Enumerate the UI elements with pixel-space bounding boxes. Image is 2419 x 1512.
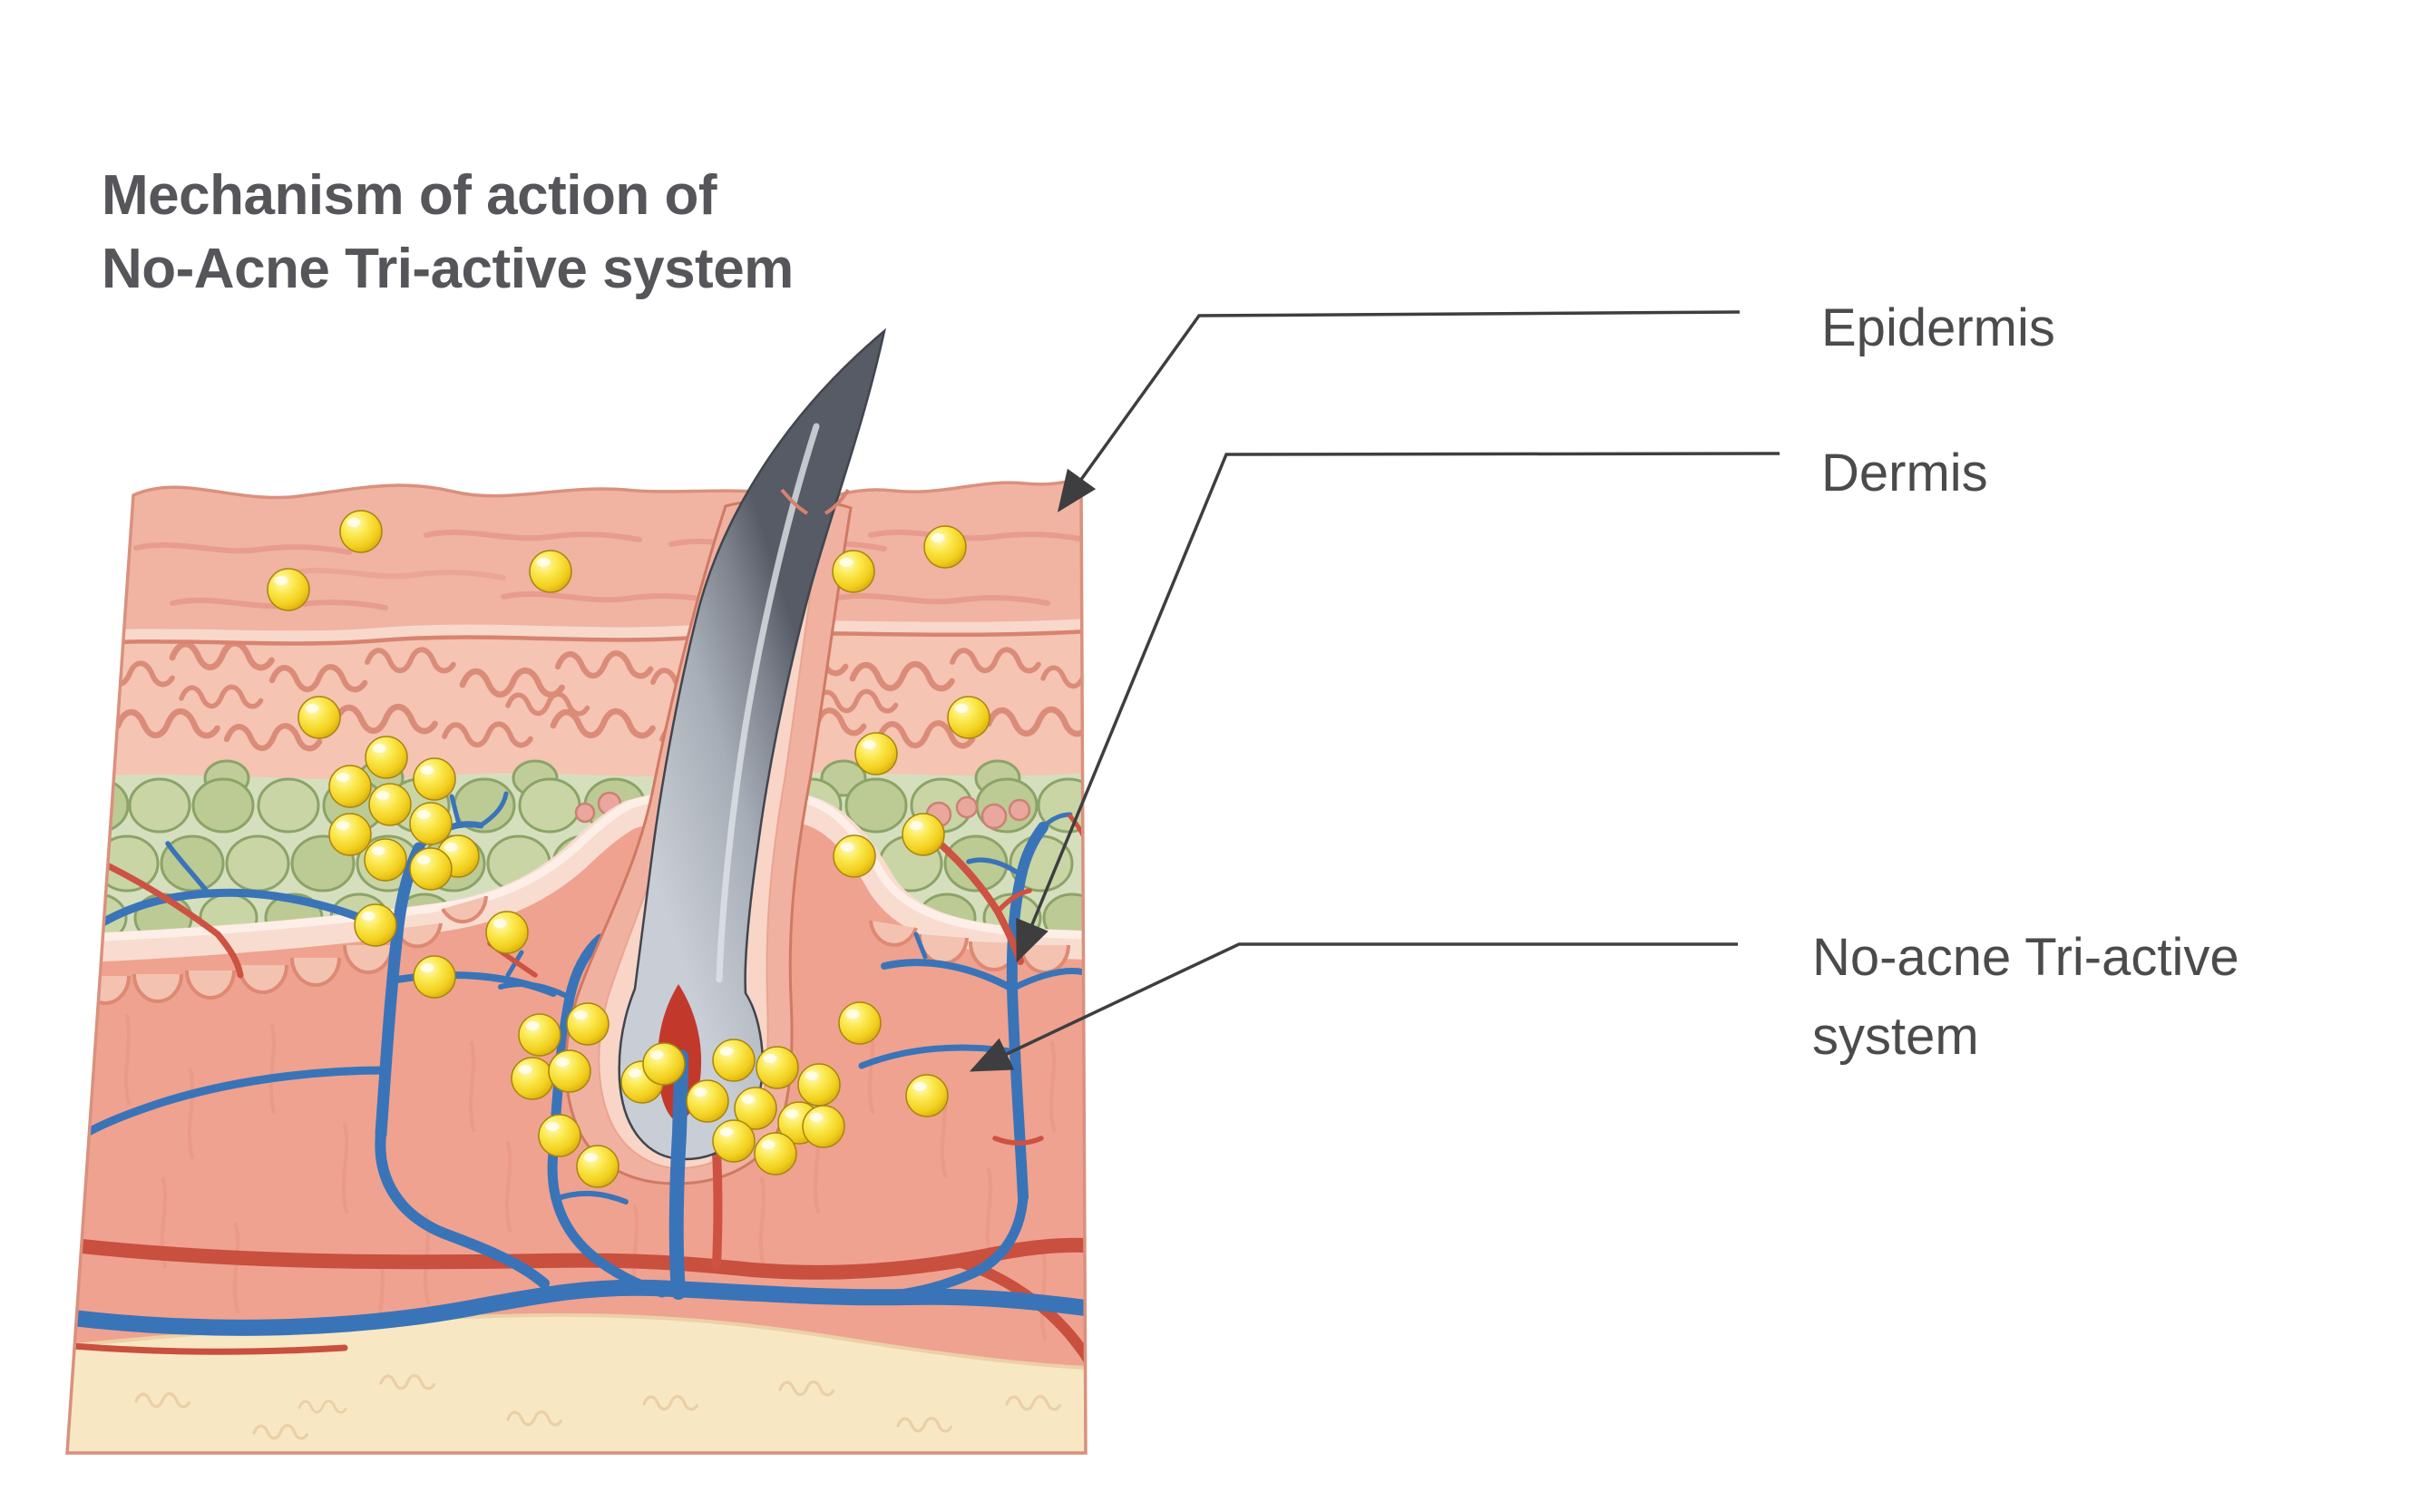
label-dermis: Dermis bbox=[1821, 444, 1988, 502]
epidermis-seam-highlight bbox=[67, 619, 1086, 644]
leader-lines bbox=[969, 310, 1780, 1072]
title-line1: Mechanism of action of bbox=[102, 164, 717, 227]
hair-follicle bbox=[564, 327, 887, 1300]
dermis-leader-line bbox=[1016, 452, 1780, 963]
label-epidermis: Epidermis bbox=[1821, 298, 2055, 357]
artery-thin-left bbox=[69, 1342, 348, 1355]
diagram-title: Mechanism of action of No-Acne Tri-activ… bbox=[102, 160, 794, 306]
label-no-acne-system: No-acne Tri-active system bbox=[1812, 918, 2239, 1076]
no-acne-leader-line bbox=[969, 942, 1738, 1072]
vessel-tree-left bbox=[73, 791, 557, 1289]
hair-highlight bbox=[716, 423, 820, 983]
vein-main bbox=[67, 1279, 1086, 1336]
follicle-vein bbox=[668, 1049, 688, 1300]
label-no-acne-line1: No-acne Tri-active bbox=[1812, 928, 2239, 987]
label-no-acne-line2: system bbox=[1812, 1007, 1979, 1066]
vessel-tree-center bbox=[498, 933, 668, 1298]
follicle-collar-right bbox=[824, 488, 850, 515]
epidermis-seam-line bbox=[67, 629, 1086, 649]
artery-branch-right bbox=[956, 1257, 1086, 1371]
follicle-collar-left bbox=[780, 488, 809, 515]
skin-block-outline bbox=[65, 478, 1088, 1455]
title-line2: No-Acne Tri-active system bbox=[102, 237, 794, 300]
epidermis-leader-line bbox=[1057, 310, 1741, 512]
